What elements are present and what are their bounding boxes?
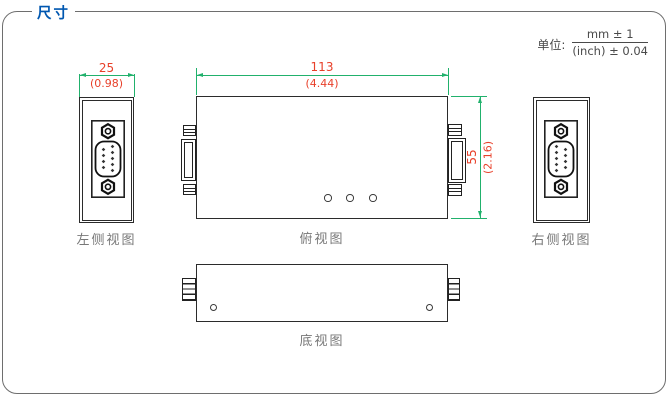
left-connector-housing — [181, 139, 196, 181]
unit-fraction: mm ± 1 (inch) ± 0.04 — [572, 27, 648, 59]
left-jackscrew-top — [183, 125, 196, 136]
bottom-left-connector-tab — [182, 278, 196, 301]
right-jackscrew-top — [448, 124, 462, 136]
bottom-view-label: 底视图 — [299, 334, 345, 349]
dimension-body-depth-inch: (2.16) — [481, 140, 495, 175]
right-jackscrew-bottom — [448, 184, 462, 196]
mounting-hole-right — [426, 304, 433, 311]
top-view-label: 俯视图 — [299, 232, 345, 247]
dimension-body-width-inch: (4.44) — [305, 76, 339, 90]
dimension-side-width-inch: (0.98) — [89, 77, 124, 90]
db9-connector-icon — [544, 120, 578, 198]
left-side-view-label: 左侧视图 — [76, 233, 137, 248]
led-indicator-2 — [346, 194, 354, 202]
dimension-side-width-mm: 25 — [98, 61, 115, 75]
top-view-box — [196, 96, 448, 219]
unit-mm: mm ± 1 — [572, 27, 648, 44]
led-indicator-3 — [369, 194, 377, 202]
section-frame — [2, 11, 666, 394]
db9-connector-icon — [91, 120, 125, 198]
right-side-view-label: 右侧视图 — [531, 233, 592, 248]
right-connector-housing — [448, 138, 466, 183]
mounting-hole-left — [210, 304, 217, 311]
bottom-right-connector-tab — [448, 278, 460, 301]
unit-label: 单位: — [537, 38, 566, 53]
dimension-body-width-mm: 113 — [310, 60, 334, 74]
left-jackscrew-bottom — [183, 184, 196, 195]
dimension-body-depth-mm: 55 — [465, 149, 479, 165]
led-indicator-1 — [324, 194, 332, 202]
unit-inch: (inch) ± 0.04 — [572, 44, 648, 59]
bottom-view-box — [196, 264, 448, 322]
section-title: 尺寸 — [32, 2, 75, 23]
unit-note: 单位: mm ± 1 (inch) ± 0.04 — [537, 27, 648, 59]
